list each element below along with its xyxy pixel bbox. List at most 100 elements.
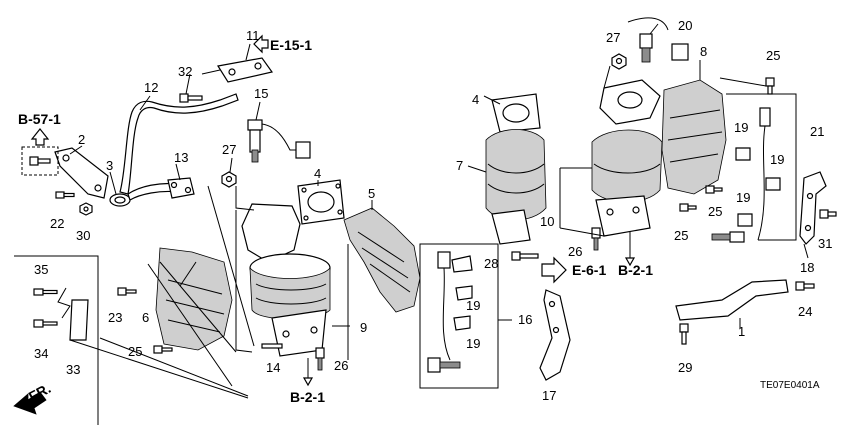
ref-e15-1[interactable]: E-15-1	[270, 37, 312, 53]
bolt-29	[679, 323, 689, 345]
bolt-25-mid-right	[705, 185, 723, 194]
diagram-code: TE07E0401A	[760, 380, 820, 391]
bracket-lines-center	[419, 243, 512, 389]
heat-shield-5	[343, 207, 421, 313]
callout-23: 23	[108, 310, 122, 325]
nut-30	[79, 202, 93, 216]
callout-22: 22	[50, 216, 64, 231]
ref-b57-1[interactable]: B-57-1	[18, 111, 61, 127]
callout-33: 33	[66, 362, 80, 377]
flange-11	[217, 57, 274, 83]
callout-19-center-a: 19	[466, 298, 480, 313]
b57-arrow-box	[21, 128, 59, 176]
bolt-23	[117, 287, 137, 296]
callout-25-lower: 25	[128, 344, 142, 359]
sensor-26-right	[591, 227, 601, 251]
nut-27-left	[221, 171, 237, 188]
callout-4-left: 4	[314, 166, 321, 181]
callout-2: 2	[78, 132, 85, 147]
gasket-4-left	[297, 179, 345, 225]
callout-15: 15	[254, 86, 268, 101]
bracket-lines-9	[235, 186, 350, 360]
callout-7: 7	[456, 158, 463, 173]
sensor-26-left	[315, 347, 325, 371]
clip-28	[451, 255, 473, 273]
callout-19-right-a: 19	[734, 120, 748, 135]
clip-19-center-a	[455, 285, 473, 301]
bolt-25-lower	[153, 345, 173, 354]
heat-shield-8	[661, 79, 727, 195]
bracket-18	[799, 171, 827, 245]
catalytic-converter-10	[591, 79, 663, 237]
callout-8: 8	[700, 44, 707, 59]
bolt-34	[33, 319, 58, 328]
callout-19-right-b: 19	[770, 152, 784, 167]
callout-17: 17	[542, 388, 556, 403]
clip-19-right-a	[735, 147, 751, 161]
bolt-center	[511, 251, 539, 261]
callout-29: 29	[678, 360, 692, 375]
clip-19-right-c	[737, 213, 753, 227]
fr-arrow	[13, 391, 47, 415]
callout-28: 28	[484, 256, 498, 271]
b2-arrow-right	[624, 232, 636, 267]
flange-13	[167, 177, 195, 199]
catalytic-converter-7	[485, 93, 547, 245]
callout-27-left: 27	[222, 142, 236, 157]
callout-19-right-c: 19	[736, 190, 750, 205]
bracket-17	[539, 289, 571, 381]
bracket-2	[54, 147, 109, 199]
callout-20: 20	[678, 18, 692, 33]
left-inset-box	[14, 255, 99, 425]
heat-shield-6	[155, 247, 233, 351]
sensor-16	[427, 251, 461, 373]
callout-21: 21	[810, 124, 824, 139]
callout-31: 31	[818, 236, 832, 251]
callout-1: 1	[738, 324, 745, 339]
callout-25-lower-right: 25	[674, 228, 688, 243]
callout-34: 34	[34, 346, 48, 361]
catalytic-converter-9	[241, 203, 331, 357]
e15-arrow	[253, 34, 269, 54]
bolt-31	[819, 209, 837, 219]
sensor-20	[627, 17, 689, 63]
sensor-15	[247, 119, 311, 163]
bracket-1	[675, 279, 789, 321]
callout-5: 5	[368, 186, 375, 201]
callout-30: 30	[76, 228, 90, 243]
callout-6: 6	[142, 310, 149, 325]
callout-14: 14	[266, 360, 280, 375]
callout-12: 12	[144, 80, 158, 95]
ref-e6-1[interactable]: E-6-1	[572, 262, 606, 278]
callout-10: 10	[540, 214, 554, 229]
bolt-24	[795, 281, 815, 291]
sensor-21	[711, 93, 797, 243]
bolt-22	[55, 191, 75, 199]
callout-4-center: 4	[472, 92, 479, 107]
leader-lines	[69, 23, 809, 399]
ref-b2-1-right[interactable]: B-2-1	[618, 262, 653, 278]
callout-35: 35	[34, 262, 48, 277]
bolt-32	[179, 93, 203, 103]
bracket-33	[57, 287, 89, 341]
ref-b2-1-left[interactable]: B-2-1	[290, 389, 325, 405]
nut-27-right	[611, 53, 627, 70]
callout-27-right: 27	[606, 30, 620, 45]
e6-arrow	[541, 256, 567, 284]
clip-19-right-b	[765, 177, 781, 191]
bolt-25-top-right	[765, 77, 775, 95]
bolt-35	[33, 288, 58, 296]
b2-arrow-left	[302, 358, 314, 387]
callout-26-right: 26	[568, 244, 582, 259]
callout-3: 3	[106, 158, 113, 173]
callout-11: 11	[246, 28, 260, 43]
stud-14	[261, 343, 283, 349]
callout-9: 9	[360, 320, 367, 335]
callout-25-mid-right: 25	[708, 204, 722, 219]
clip-19-center-b	[453, 315, 471, 331]
callout-19-center-b: 19	[466, 336, 480, 351]
callout-26-left: 26	[334, 358, 348, 373]
callout-16: 16	[518, 312, 532, 327]
callout-25-top-right: 25	[766, 48, 780, 63]
